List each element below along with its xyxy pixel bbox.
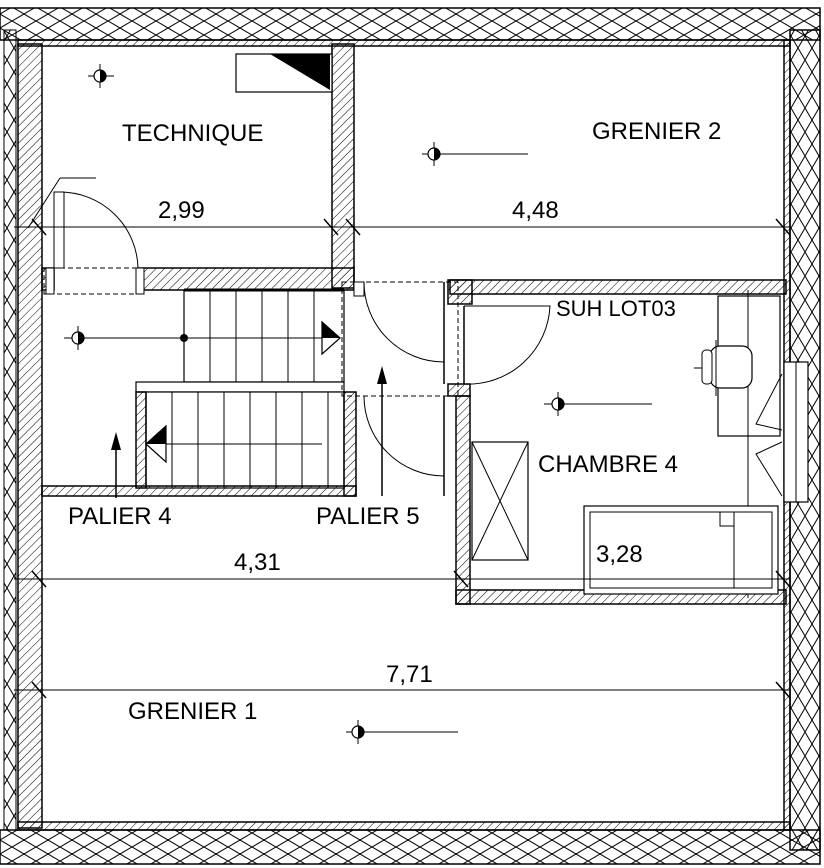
equipment-fill xyxy=(270,54,330,90)
light-fixture-grenier1 xyxy=(346,720,458,744)
window-swing-2 xyxy=(755,441,783,497)
dimension-grenier2: 4,48 xyxy=(512,197,559,224)
dimension-palier: 4,31 xyxy=(234,549,281,576)
light-fixture-grenier2 xyxy=(422,142,528,166)
room-label-suh-lot: SUH LOT03 xyxy=(556,296,676,321)
chambre-wall-left xyxy=(455,395,471,605)
door-jamb-right xyxy=(135,267,145,295)
bed-inner xyxy=(589,511,773,589)
door-swing-b xyxy=(363,395,445,477)
technique-door-frame xyxy=(53,191,65,269)
room-label-grenier1: GRENIER 1 xyxy=(128,698,257,725)
wall-left xyxy=(17,43,43,829)
door-swing-c xyxy=(463,305,551,385)
light-fixture-technique xyxy=(88,64,114,88)
room-label-palier5: PALIER 5 xyxy=(316,503,420,530)
window-swing-1 xyxy=(755,373,783,431)
dimension-bed: 3,28 xyxy=(596,541,643,568)
insulation-left xyxy=(3,29,17,831)
chambre-wall-top xyxy=(449,279,787,295)
pillow xyxy=(719,511,735,527)
stairs xyxy=(72,288,345,489)
wall-technique-right xyxy=(331,43,355,289)
arrow-up-icon xyxy=(377,366,387,496)
wardrobe-cross-2 xyxy=(471,441,529,561)
dimension-total: 7,71 xyxy=(386,661,433,688)
chambre-wall-left-stub xyxy=(447,383,471,397)
dimension-lines xyxy=(14,218,791,699)
technique-opening xyxy=(43,267,141,295)
insulation-top xyxy=(0,7,821,41)
light-fixture-chambre4 xyxy=(544,392,652,416)
room-label-technique: TECHNIQUE xyxy=(122,120,263,147)
door-frame-a xyxy=(353,281,365,297)
chair-icon xyxy=(694,340,753,396)
insulation-bottom xyxy=(0,829,821,865)
wall-top xyxy=(17,39,791,47)
door-jamb-left xyxy=(45,267,55,295)
wall-technique-bottom xyxy=(137,267,355,291)
stairwell-wall-left xyxy=(135,391,147,489)
chambre-wall-top-stub xyxy=(447,279,473,305)
wall-bottom xyxy=(17,821,791,831)
stairwell-wall-right xyxy=(343,391,357,497)
technique-door-swing xyxy=(59,191,139,269)
palier5-opening xyxy=(341,281,459,397)
room-label-palier4: PALIER 4 xyxy=(68,503,172,530)
room-label-chambre4: CHAMBRE 4 xyxy=(538,451,678,478)
arrow-up-icon xyxy=(111,432,121,498)
dimension-technique: 2,99 xyxy=(158,197,205,224)
stairwell-wall-bottom xyxy=(41,485,357,497)
light-fixture-palier4 xyxy=(64,326,90,350)
door-swing-a xyxy=(363,281,445,363)
room-label-grenier2: GRENIER 2 xyxy=(592,118,721,145)
